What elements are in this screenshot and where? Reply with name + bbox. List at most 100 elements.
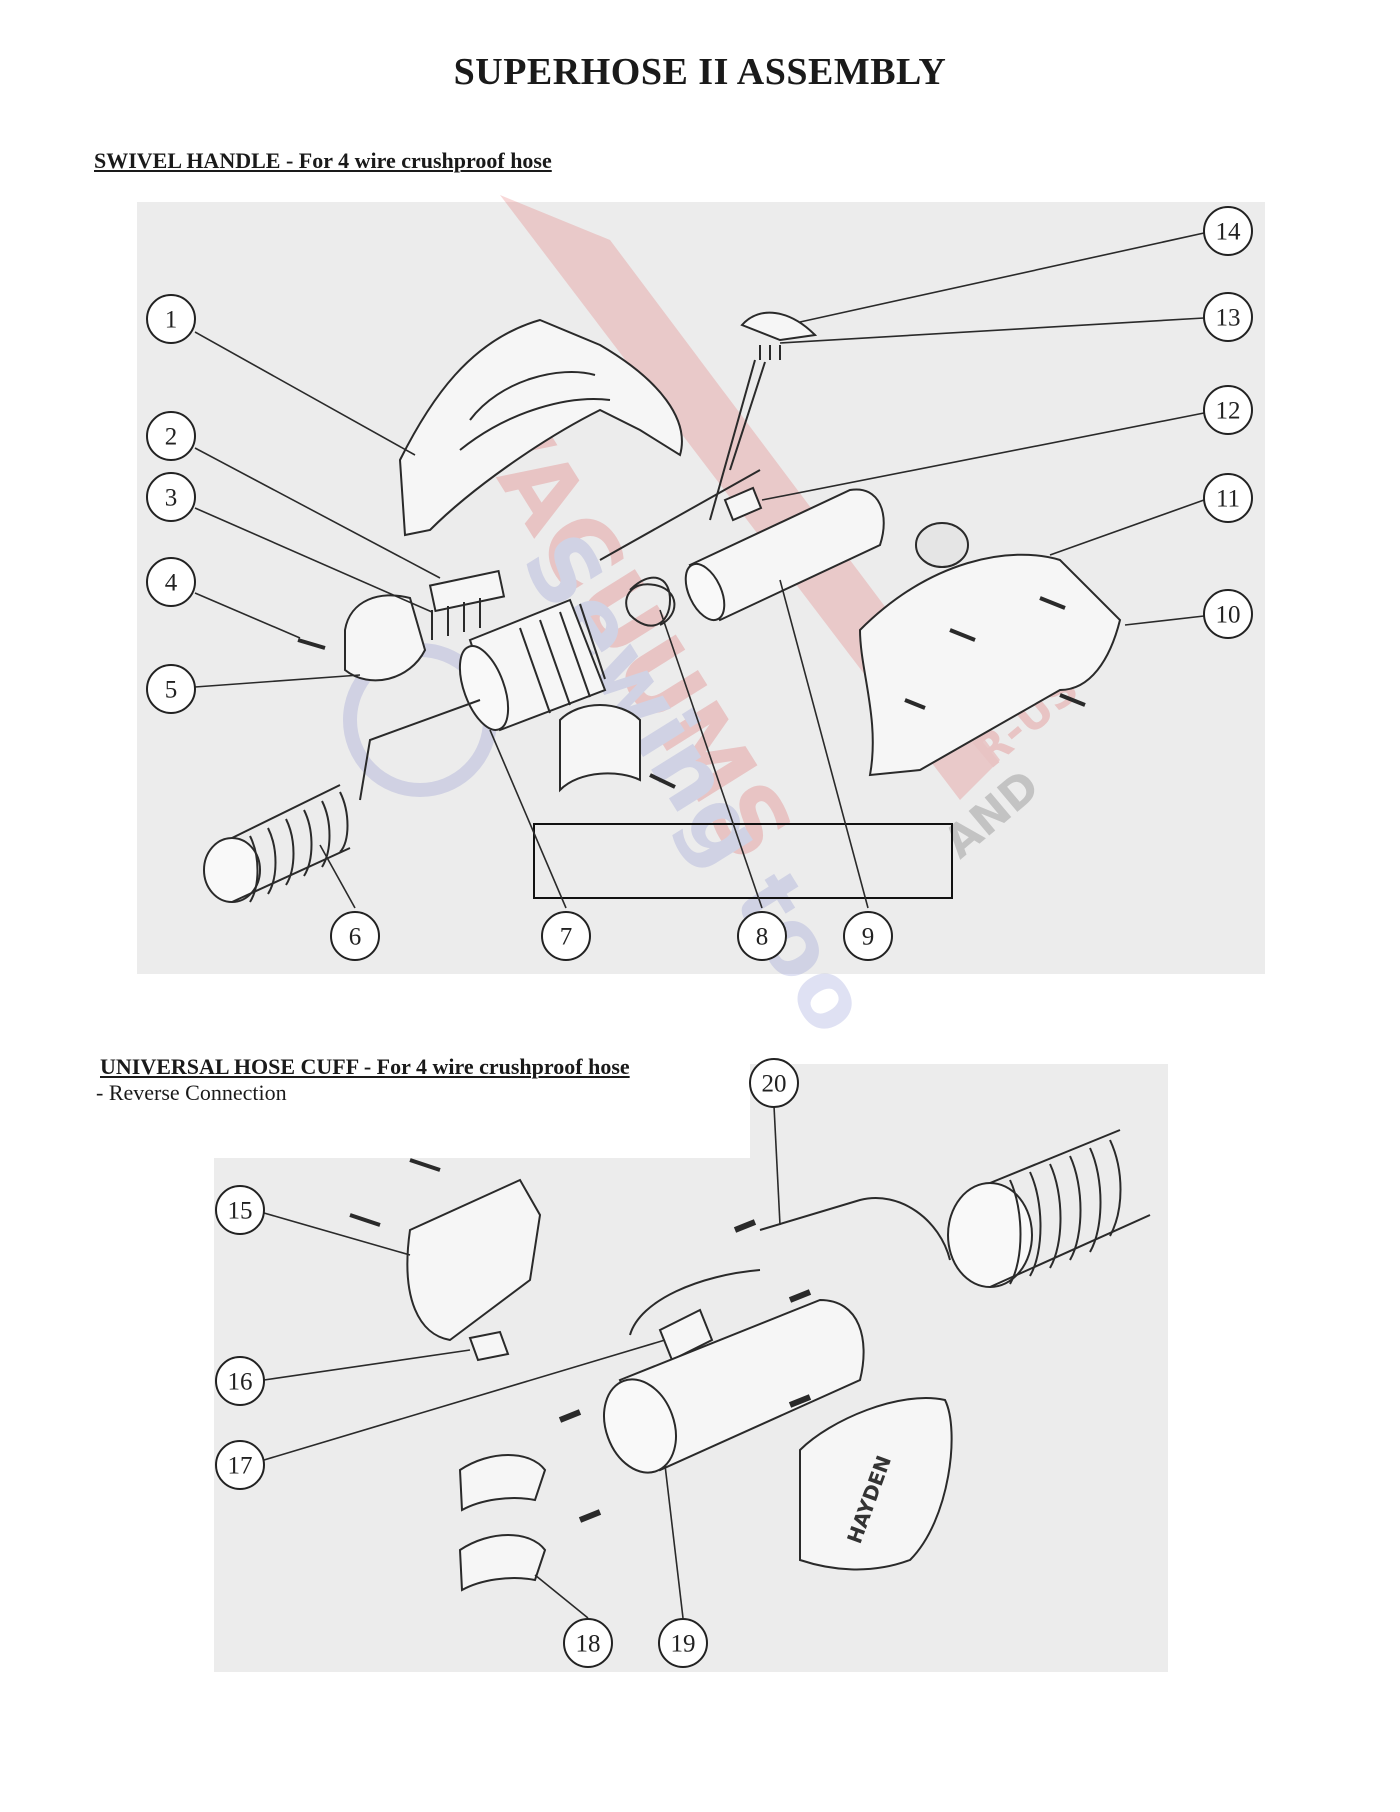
svg-text:17: 17 xyxy=(228,1453,253,1480)
svg-text:14: 14 xyxy=(1216,219,1242,246)
swivel-ribs xyxy=(519,603,606,714)
swivel-callouts: 1 2 3 4 5 6 7 8 9 10 11 12 13 14 xyxy=(146,206,1253,961)
callout-20: 20 xyxy=(749,1058,799,1108)
hose-cuff-diagram-panel-top xyxy=(750,1064,1168,1164)
leader-3 xyxy=(194,507,433,613)
contact-plate xyxy=(428,569,506,613)
callout-18: 18 xyxy=(563,1618,613,1668)
terminal-cap xyxy=(740,311,818,342)
callout-3: 3 xyxy=(146,472,196,522)
leader-5 xyxy=(194,674,361,688)
leader-1 xyxy=(194,331,416,456)
cuff-plug xyxy=(658,1308,714,1362)
callout-19: 19 xyxy=(658,1618,708,1668)
cuff-wire xyxy=(629,1269,761,1336)
svg-text:15: 15 xyxy=(228,1198,253,1225)
cuff-screws xyxy=(349,1158,441,1227)
leader-18 xyxy=(534,1574,589,1619)
lower-handle-shell xyxy=(858,553,1122,777)
handle-grip-slot-lower xyxy=(459,398,611,451)
svg-text:18: 18 xyxy=(576,1631,601,1658)
svg-text:16: 16 xyxy=(228,1369,253,1396)
handle-grip-slot xyxy=(469,371,596,421)
leader-11 xyxy=(1049,499,1205,556)
svg-text:3: 3 xyxy=(165,485,178,512)
callout-1: 1 xyxy=(146,294,196,344)
callout-7: 7 xyxy=(541,911,591,961)
callout-16: 16 xyxy=(215,1356,265,1406)
callout-5: 5 xyxy=(146,664,196,714)
upper-handle-shell xyxy=(398,318,683,537)
hose-cuff-heading: UNIVERSAL HOSE CUFF - For 4 wire crushpr… xyxy=(100,1054,630,1079)
svg-text:9: 9 xyxy=(862,924,875,951)
svg-text:4: 4 xyxy=(165,570,178,597)
callout-11: 11 xyxy=(1203,473,1253,523)
leader-lines xyxy=(194,232,1205,1619)
callout-14: 14 xyxy=(1203,206,1253,256)
contact-pins xyxy=(431,598,481,640)
terminal-pins xyxy=(759,345,781,360)
page-title: SUPERHOSE II ASSEMBLY xyxy=(453,51,947,93)
handle-screws xyxy=(904,596,1086,710)
svg-text:11: 11 xyxy=(1216,486,1240,513)
callout-2: 2 xyxy=(146,411,196,461)
half-shell-lower xyxy=(458,1534,547,1592)
hose-cuff-parts xyxy=(349,1129,1151,1592)
callout-13: 13 xyxy=(1203,292,1253,342)
cuff-tube-opening xyxy=(603,1378,677,1474)
screw-4 xyxy=(297,638,326,650)
leader-20 xyxy=(773,1105,781,1226)
callout-4: 4 xyxy=(146,557,196,607)
callout-6: 6 xyxy=(330,911,380,961)
hose-lead-wire xyxy=(759,1197,951,1261)
handle-swivel-port xyxy=(915,522,969,568)
corrugated-hose-left xyxy=(203,784,351,903)
cuff-cover xyxy=(799,1397,953,1571)
svg-text:12: 12 xyxy=(1216,398,1241,425)
swivel-handle-heading: SWIVEL HANDLE - For 4 wire crushproof ho… xyxy=(94,148,552,173)
leader-13 xyxy=(779,317,1205,344)
svg-text:10: 10 xyxy=(1216,602,1241,629)
leader-6 xyxy=(319,844,356,909)
leader-19 xyxy=(664,1464,684,1619)
swivel-spring xyxy=(625,576,676,627)
leader-4 xyxy=(194,592,301,639)
svg-text:20: 20 xyxy=(762,1071,787,1098)
label-box xyxy=(533,823,953,899)
cuff-cap xyxy=(406,1178,542,1342)
callout-8: 8 xyxy=(737,911,787,961)
hose-wire-lead xyxy=(359,699,481,801)
half-shell-upper xyxy=(458,1454,547,1512)
svg-text:2: 2 xyxy=(165,424,178,451)
svg-text:1: 1 xyxy=(165,307,178,334)
callout-15: 15 xyxy=(215,1185,265,1235)
leader-15 xyxy=(263,1212,411,1256)
leader-2 xyxy=(194,447,441,579)
svg-text:8: 8 xyxy=(756,924,769,951)
wire-run xyxy=(599,469,761,561)
swivel-cap xyxy=(344,594,427,682)
leader-9 xyxy=(779,579,869,909)
svg-text:5: 5 xyxy=(165,677,178,704)
wand-tube-end xyxy=(684,562,726,622)
svg-text:13: 13 xyxy=(1216,305,1241,332)
sleeve-screw xyxy=(649,773,676,789)
leader-14 xyxy=(799,232,1205,323)
swivel-handle-parts xyxy=(203,311,1122,903)
leader-8 xyxy=(659,609,763,909)
leader-7 xyxy=(489,729,567,909)
hose-cuff-subheading: - Reverse Connection xyxy=(96,1080,287,1105)
callout-9: 9 xyxy=(843,911,893,961)
hose-cuff-callouts: 15 16 17 18 19 20 xyxy=(215,1058,799,1668)
cuff-pins xyxy=(558,1219,812,1523)
leader-16 xyxy=(263,1349,471,1381)
cuff-block xyxy=(468,1330,510,1362)
swivel-opening xyxy=(458,645,510,731)
callout-17: 17 xyxy=(215,1440,265,1490)
plug-connector xyxy=(723,486,763,522)
swivel-sleeve xyxy=(559,704,641,793)
wand-tube xyxy=(688,488,885,622)
callout-12: 12 xyxy=(1203,385,1253,435)
cuff-tube xyxy=(618,1298,865,1472)
